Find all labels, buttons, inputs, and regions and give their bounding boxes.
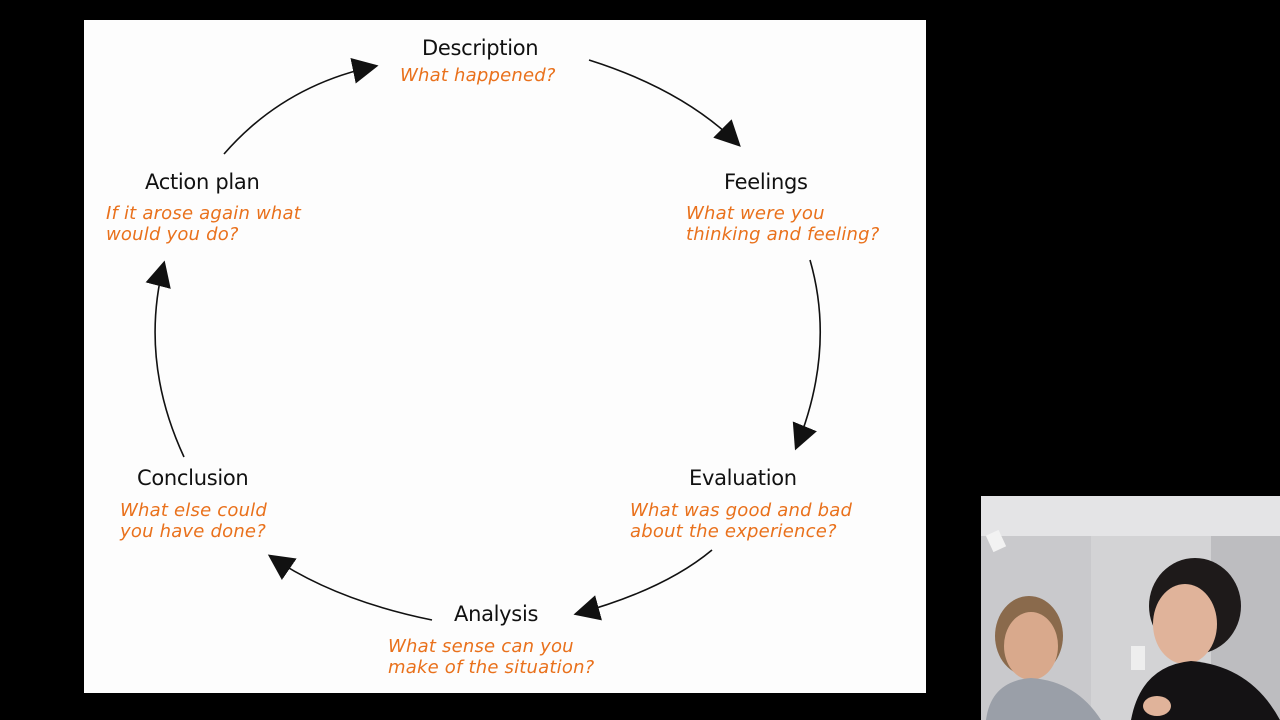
arrow-evaluation-to-analysis: [573, 549, 713, 621]
arrow-analysis-to-conclusion: [267, 554, 433, 621]
webcam-feed-icon: [981, 496, 1280, 720]
question-line: What were you: [686, 203, 825, 224]
webcam-inset: [981, 496, 1280, 720]
stage-title: Description: [422, 36, 539, 60]
stage-feelings: Feelings: [724, 169, 808, 195]
stage-title: Feelings: [724, 170, 808, 194]
question-line: about the experience?: [630, 521, 837, 542]
stage-analysis: Analysis: [454, 601, 538, 627]
question-line: What sense can you: [388, 636, 574, 657]
stage-action-plan-question: If it arose again what would you do?: [106, 203, 301, 245]
stage-conclusion: Conclusion: [137, 465, 249, 491]
stage-analysis-question: What sense can you make of the situation…: [388, 636, 594, 678]
stage-description: Description: [422, 35, 539, 61]
question-line: make of the situation?: [388, 657, 595, 678]
question-line: would you do?: [106, 224, 239, 245]
cycle-arrows: [145, 58, 821, 621]
stage-title: Analysis: [454, 602, 539, 626]
stage-feelings-question: What were you thinking and feeling?: [686, 203, 880, 245]
stage-title: Evaluation: [689, 466, 797, 490]
question-line: If it arose again what: [106, 203, 301, 224]
question-line: What was good and bad: [630, 500, 853, 521]
question-line: What else could: [120, 500, 268, 521]
stage-conclusion-question: What else could you have done?: [120, 500, 267, 542]
stage-evaluation-question: What was good and bad about the experien…: [630, 500, 852, 542]
arrow-action-plan-to-description: [223, 58, 379, 155]
question-line: What happened?: [400, 65, 556, 86]
arrow-conclusion-to-action-plan: [145, 260, 185, 458]
arrow-feelings-to-evaluation: [792, 259, 821, 451]
stage-title: Conclusion: [137, 466, 249, 490]
arrow-description-to-feelings: [588, 59, 741, 147]
stage-evaluation: Evaluation: [689, 465, 797, 491]
question-line: thinking and feeling?: [686, 224, 880, 245]
stage-action-plan: Action plan: [145, 169, 260, 195]
stage-description-question: What happened?: [400, 65, 556, 86]
slide: Description What happened? Feelings What…: [84, 20, 926, 693]
question-line: you have done?: [120, 521, 266, 542]
stage-title: Action plan: [145, 170, 260, 194]
